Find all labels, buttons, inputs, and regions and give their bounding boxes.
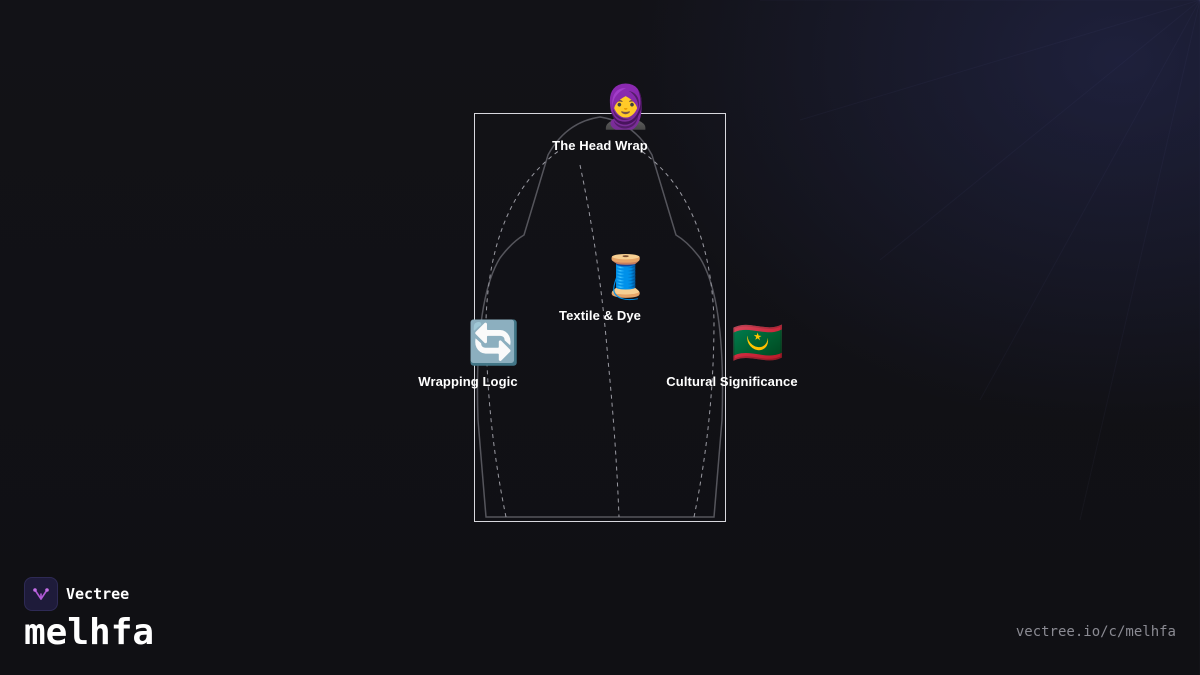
counterclockwise-arrows-icon: 🔄 [467, 319, 521, 366]
node-cultural-significance[interactable]: 🇲🇷 Cultural Significance [666, 318, 797, 389]
brand[interactable]: Vectree [24, 577, 129, 611]
diagram-frame [474, 113, 726, 522]
node-label-textile-dye: Textile & Dye [559, 308, 641, 323]
node-label-cultural-significance: Cultural Significance [666, 374, 798, 389]
node-label-head-wrap: The Head Wrap [552, 138, 648, 153]
mauritania-flag-icon: 🇲🇷 [731, 319, 785, 366]
brand-name: Vectree [66, 585, 130, 603]
drape-line-center [579, 164, 620, 518]
vectree-logo-icon [24, 577, 58, 611]
woman-with-headscarf-icon: 🧕 [599, 83, 653, 130]
node-textile-dye[interactable]: 🧵 Textile & Dye [548, 252, 652, 323]
source-url[interactable]: vectree.io/c/melhfa [1015, 624, 1176, 640]
node-wrapping-logic[interactable]: 🔄 Wrapping Logic [416, 318, 520, 389]
node-head-wrap[interactable]: 🧕 The Head Wrap [548, 82, 652, 153]
drape-line-right [639, 149, 715, 518]
thread-spool-icon: 🧵 [599, 253, 653, 300]
node-label-wrapping-logic: Wrapping Logic [418, 374, 518, 389]
page-title: melhfa [24, 612, 155, 653]
drape-line-left [485, 149, 561, 518]
